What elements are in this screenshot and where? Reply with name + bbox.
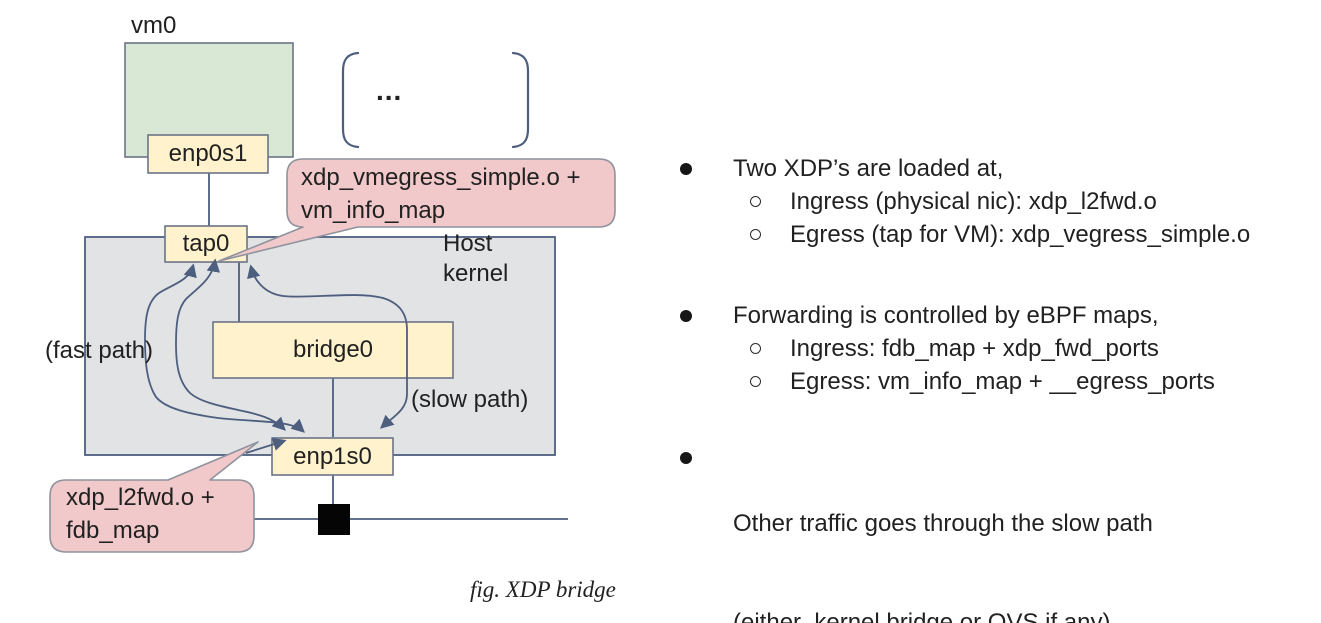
- bullet-text: Other traffic goes through the slow path…: [733, 441, 1153, 623]
- enp1s0-box: [271, 437, 394, 476]
- sub-bullet-text: Ingress: fdb_map + xdp_fwd_ports: [790, 335, 1159, 362]
- fast-path-label: (fast path): [45, 337, 154, 364]
- slow-path-arrow: [247, 264, 408, 429]
- sub-bullet-circle-icon: [750, 376, 761, 387]
- enp0s1-label: enp0s1: [168, 140, 248, 167]
- enp1s0-label: enp1s0: [293, 442, 372, 470]
- nic-xdp-callout-line1: xdp_l2fwd.o +: [66, 484, 215, 511]
- sub-bullet-circle-icon: [750, 343, 761, 354]
- tap-xdp-callout-text: xdp_vmegress_simple.o + vm_info_map: [301, 161, 580, 227]
- network-node-square: [318, 504, 350, 535]
- tap-xdp-callout-line2: vm_info_map: [301, 197, 446, 224]
- nic-xdp-callout-line2: fdb_map: [66, 517, 160, 544]
- bullet-dot-icon: [680, 310, 692, 322]
- xdp-bridge-diagram: [49, 42, 616, 553]
- bullet-item: Two XDP’s are loaded at,: [680, 152, 1310, 185]
- fast-path-inner-arrow: [175, 258, 286, 431]
- host-kernel-label-line1: Host: [443, 230, 493, 257]
- vm0-label: vm0: [131, 12, 177, 39]
- bullet-item: Other traffic goes through the slow path…: [680, 441, 1310, 623]
- more-vms-ellipsis: ...: [376, 75, 403, 106]
- figure-caption: fig. XDP bridge: [470, 577, 616, 602]
- bullet-dot-icon: [680, 452, 692, 464]
- tap0-label: tap0: [182, 230, 230, 257]
- host-kernel-label-line2: kernel: [443, 260, 509, 287]
- bullet-text: Two XDP’s are loaded at,: [733, 155, 1004, 182]
- bullet-group-slow-path: Other traffic goes through the slow path…: [680, 441, 1310, 623]
- sub-bullet-item: Ingress: fdb_map + xdp_fwd_ports: [750, 332, 1310, 365]
- right-bracket: [511, 51, 530, 149]
- nic-xdp-callout-text: xdp_l2fwd.o + fdb_map: [66, 481, 215, 547]
- bullet-text-line1: Other traffic goes through the slow path: [733, 510, 1153, 537]
- host-kernel-label: Host kernel: [443, 229, 508, 289]
- left-bracket: [341, 51, 360, 149]
- sub-bullet-text: Egress: vm_info_map + __egress_ports: [790, 368, 1215, 395]
- bridge0-label: bridge0: [292, 336, 374, 363]
- sub-bullet-circle-icon: [750, 196, 761, 207]
- tap-xdp-callout-shape: [218, 158, 616, 262]
- nic-callout-pointer-arrow: [245, 437, 287, 454]
- sub-bullet-circle-icon: [750, 229, 761, 240]
- tap-xdp-callout-line1: xdp_vmegress_simple.o +: [301, 164, 581, 191]
- sub-bullet-text: Egress (tap for VM): xdp_vegress_simple.…: [790, 221, 1251, 248]
- enp0s1-box: [147, 134, 269, 174]
- sub-bullet-text: Ingress (physical nic): xdp_l2fwd.o: [790, 188, 1157, 215]
- bullet-text: Forwarding is controlled by eBPF maps,: [733, 302, 1159, 329]
- slow-path-label: (slow path): [411, 386, 529, 413]
- bullet-group-xdp-loaded: Two XDP’s are loaded at, Ingress (physic…: [680, 152, 1310, 251]
- nic-xdp-callout-shape: [49, 441, 259, 553]
- bullet-item: Forwarding is controlled by eBPF maps,: [680, 299, 1310, 332]
- sub-bullet-item: Egress (tap for VM): xdp_vegress_simple.…: [750, 218, 1310, 251]
- bullet-group-forwarding-maps: Forwarding is controlled by eBPF maps, I…: [680, 299, 1310, 398]
- bullet-text-line2: (either kernel bridge or OVS if any): [733, 609, 1111, 623]
- sub-bullet-item: Ingress (physical nic): xdp_l2fwd.o: [750, 185, 1310, 218]
- sub-bullet-item: Egress: vm_info_map + __egress_ports: [750, 365, 1310, 398]
- bullet-dot-icon: [680, 163, 692, 175]
